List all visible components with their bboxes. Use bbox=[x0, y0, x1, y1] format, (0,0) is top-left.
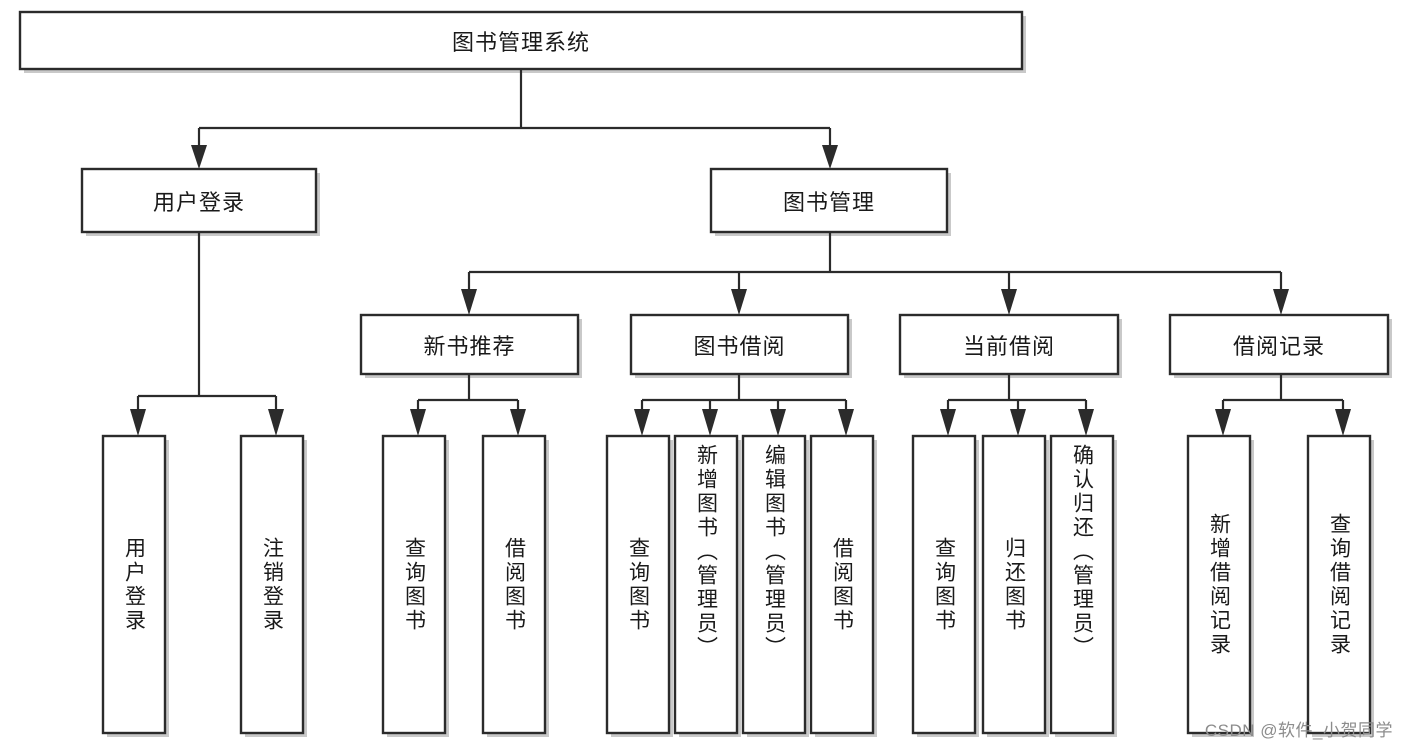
arrowhead-leaf bbox=[130, 409, 146, 436]
arrowhead-leaf bbox=[838, 409, 854, 436]
arrowhead-leaf bbox=[410, 409, 426, 436]
box-layer bbox=[18, 10, 1390, 735]
node-leaf-query-book-2[interactable] bbox=[605, 434, 671, 735]
arrowhead-borrow-record bbox=[1273, 289, 1289, 315]
node-book-borrow[interactable] bbox=[629, 313, 850, 376]
node-leaf-user-login[interactable] bbox=[101, 434, 167, 735]
arrowhead-leaf bbox=[1215, 409, 1231, 436]
node-leaf-add-record[interactable] bbox=[1186, 434, 1252, 735]
node-leaf-borrow-book-1[interactable] bbox=[481, 434, 547, 735]
arrowhead-current-borrow bbox=[1001, 289, 1017, 315]
arrowhead-book-manage bbox=[822, 145, 838, 169]
node-new-book-recommend[interactable] bbox=[359, 313, 580, 376]
node-leaf-edit-book[interactable] bbox=[741, 434, 807, 735]
arrowhead-leaf bbox=[702, 409, 718, 436]
node-root[interactable] bbox=[18, 10, 1024, 71]
node-borrow-record[interactable] bbox=[1168, 313, 1390, 376]
node-current-borrow[interactable] bbox=[898, 313, 1120, 376]
arrowhead-leaf bbox=[1078, 409, 1094, 436]
arrowhead-book-borrow bbox=[731, 289, 747, 315]
node-leaf-query-book-1[interactable] bbox=[381, 434, 447, 735]
node-leaf-confirm-return[interactable] bbox=[1049, 434, 1115, 735]
arrowhead-leaf bbox=[770, 409, 786, 436]
node-leaf-add-book[interactable] bbox=[673, 434, 739, 735]
arrowhead-leaf bbox=[940, 409, 956, 436]
arrowhead-leaf bbox=[1010, 409, 1026, 436]
watermark-text: CSDN @软件_小贺同学 bbox=[1204, 721, 1393, 740]
node-user-login[interactable] bbox=[80, 167, 318, 234]
arrowhead-leaf bbox=[634, 409, 650, 436]
arrowhead-new-book bbox=[461, 289, 477, 315]
node-leaf-query-book-3[interactable] bbox=[911, 434, 977, 735]
node-book-manage[interactable] bbox=[709, 167, 949, 234]
edge-layer bbox=[130, 68, 1351, 436]
arrowhead-leaf bbox=[510, 409, 526, 436]
arrowhead-user-login bbox=[191, 145, 207, 169]
node-leaf-return-book[interactable] bbox=[981, 434, 1047, 735]
arrowhead-leaf bbox=[268, 409, 284, 436]
node-leaf-borrow-book-2[interactable] bbox=[809, 434, 875, 735]
arrowhead-leaf bbox=[1335, 409, 1351, 436]
node-leaf-logout[interactable] bbox=[239, 434, 305, 735]
node-leaf-query-record[interactable] bbox=[1306, 434, 1372, 735]
